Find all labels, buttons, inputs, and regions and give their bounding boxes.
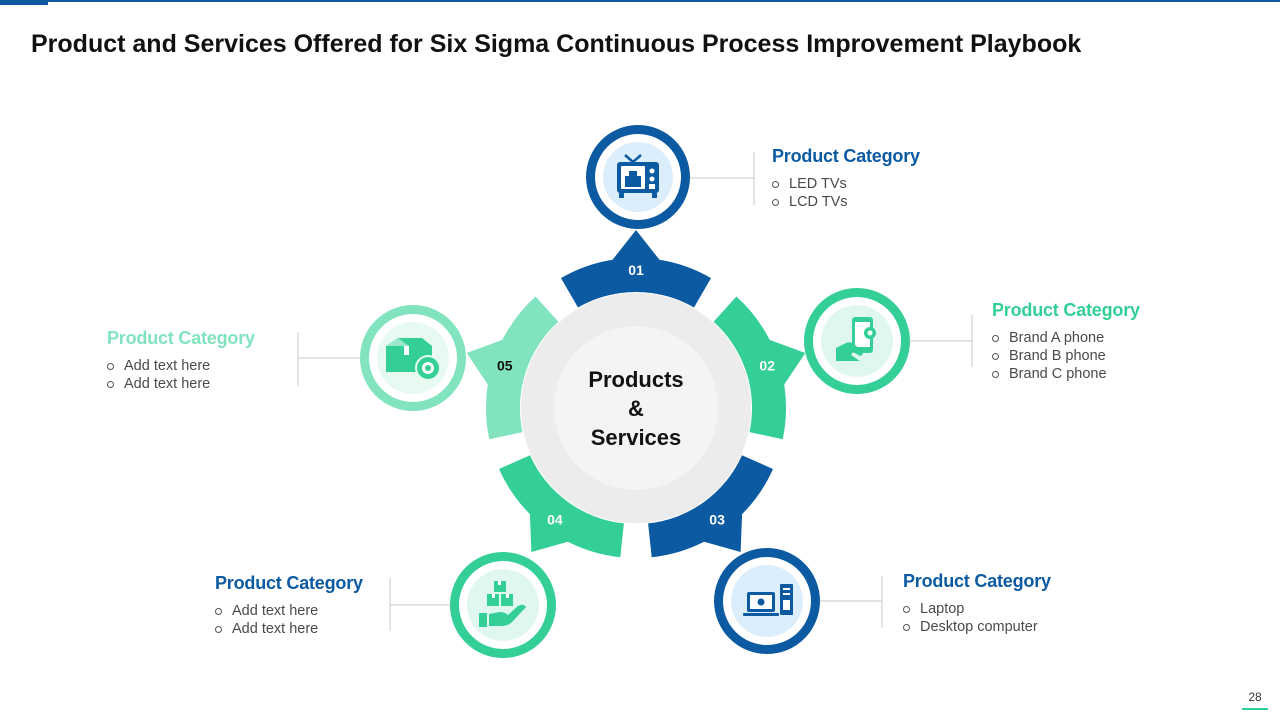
icon-node-computer: [714, 548, 820, 654]
icon-node-package: [360, 305, 466, 411]
segment-number-02: 02: [759, 357, 775, 373]
center-label-line2: &: [628, 396, 644, 421]
category-title: Product Category: [903, 571, 1051, 591]
center-label-line3: Services: [591, 425, 682, 450]
ring-segment-03: [648, 455, 773, 558]
center-label-line1: Products: [588, 367, 683, 392]
top-border-line: [0, 0, 1280, 2]
category-items: Add text here Add text here: [107, 357, 337, 393]
list-item: Brand B phone: [992, 347, 1222, 365]
hand-boxes-icon: [479, 581, 526, 627]
segment-number-04: 04: [547, 512, 563, 528]
ring-segment-02: [713, 296, 806, 440]
list-item: Desktop computer: [903, 618, 1133, 636]
segment-number-05: 05: [497, 357, 513, 373]
category-items: Brand A phone Brand B phone Brand C phon…: [992, 329, 1222, 383]
box-gear-icon: [386, 338, 441, 381]
tv-icon: [617, 154, 659, 198]
list-item: Brand A phone: [992, 329, 1222, 347]
ring-segment-01: [561, 230, 711, 308]
list-item: LED TVs: [772, 175, 1002, 193]
ring-segment-05: [466, 296, 559, 440]
category-title: Product Category: [772, 146, 920, 166]
page-number-underline: [1242, 708, 1268, 710]
icon-node-phone: [804, 288, 910, 394]
category-title: Product Category: [992, 300, 1140, 320]
page-number: 28: [1248, 690, 1262, 704]
cycle-ring: 01 02 03 04 05: [466, 230, 806, 558]
segment-number-01: 01: [628, 262, 644, 278]
top-accent-bar: [0, 0, 48, 5]
list-item: Add text here: [215, 602, 445, 620]
list-item: Laptop: [903, 600, 1133, 618]
category-items: LED TVs LCD TVs: [772, 175, 1002, 211]
icon-node-tv: [586, 125, 690, 229]
icon-node-delivery: [450, 552, 556, 658]
center-circle-inner: [554, 326, 718, 490]
category-block-2: Product Category Brand A phone Brand B p…: [992, 300, 1222, 383]
category-title: Product Category: [107, 328, 255, 348]
ring-segment-04: [499, 455, 624, 558]
category-items: Add text here Add text here: [215, 602, 445, 638]
list-item: Add text here: [107, 375, 337, 393]
list-item: Add text here: [215, 620, 445, 638]
list-item: Add text here: [107, 357, 337, 375]
category-block-5: Product Category Add text here Add text …: [107, 328, 337, 393]
category-title: Product Category: [215, 573, 363, 593]
category-block-3: Product Category Laptop Desktop computer: [903, 571, 1133, 636]
segment-number-03: 03: [709, 512, 725, 528]
list-item: LCD TVs: [772, 193, 1002, 211]
category-block-1: Product Category LED TVs LCD TVs: [772, 146, 1002, 211]
list-item: Brand C phone: [992, 365, 1222, 383]
slide-title: Product and Services Offered for Six Sig…: [31, 30, 1082, 58]
smartphone-icon: [836, 317, 876, 361]
category-block-4: Product Category Add text here Add text …: [215, 573, 445, 638]
laptop-desktop-icon: [743, 584, 793, 616]
category-items: Laptop Desktop computer: [903, 600, 1133, 636]
